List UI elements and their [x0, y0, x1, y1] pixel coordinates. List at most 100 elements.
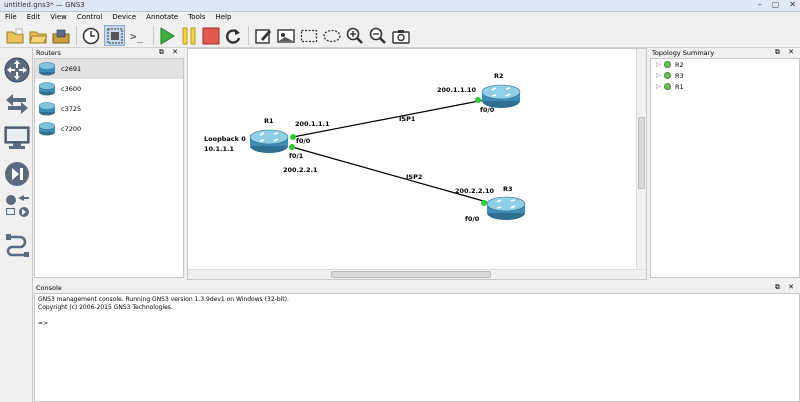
console-line: Copyright (c) 2006-2015 GNS3 Technologie…	[38, 304, 173, 311]
console-panel-header: Console ⧉ ✕	[34, 283, 800, 293]
vertical-scroll-thumb[interactable]	[638, 117, 645, 189]
suspend-all-icon[interactable]	[178, 25, 199, 46]
router-template-item[interactable]: c3600	[35, 79, 183, 99]
canvas-vertical-scrollbar[interactable]	[636, 49, 646, 269]
router-template-label: c7200	[61, 125, 82, 133]
title-bar: untitled.gns3* — GNS3 – ▢ ✕	[0, 0, 800, 12]
topology-drawing	[249, 84, 526, 220]
link-isp1-label[interactable]: ISP1	[399, 115, 416, 123]
link-r1-r3[interactable]	[291, 146, 488, 203]
routers-panel-title: Routers	[36, 49, 61, 57]
expand-arrow-icon[interactable]: ▷	[656, 83, 661, 90]
node-running-icon	[664, 83, 671, 90]
insert-image-icon[interactable]	[275, 25, 296, 46]
zoom-out-icon[interactable]	[367, 25, 388, 46]
all-devices-category-icon[interactable]	[3, 192, 31, 220]
router-template-item[interactable]: c3725	[35, 99, 183, 119]
draw-rectangle-icon[interactable]	[298, 25, 319, 46]
zoom-in-icon[interactable]	[344, 25, 365, 46]
minimize-button[interactable]: –	[757, 0, 762, 9]
svg-text:>_: >_	[130, 30, 144, 43]
port-status-up-icon	[481, 200, 487, 206]
router-template-item[interactable]: c2691	[35, 59, 183, 79]
r1-f00-label[interactable]: f0/0	[296, 137, 311, 145]
security-devices-category-icon[interactable]	[3, 160, 31, 188]
routers-category-icon[interactable]	[3, 56, 31, 84]
switches-category-icon[interactable]	[3, 90, 31, 118]
topology-summary-title: Topology Summary	[652, 49, 715, 57]
r1-f01-ip-label[interactable]: 200.2.2.1	[283, 166, 318, 174]
stop-all-icon[interactable]	[200, 25, 221, 46]
summary-node-item[interactable]: ▷ R1	[651, 81, 799, 92]
link-r1-r2[interactable]	[292, 99, 485, 138]
r3-name-label[interactable]: R3	[503, 185, 513, 193]
r1-name-label[interactable]: R1	[264, 117, 274, 125]
router-r1-icon[interactable]	[249, 129, 289, 153]
routers-panel: c2691 c3600 c3725 c7200	[34, 58, 184, 278]
router-template-item[interactable]: c7200	[35, 119, 183, 139]
snapshot-icon[interactable]	[80, 25, 101, 46]
menu-tools[interactable]: Tools	[188, 13, 206, 21]
r2-name-label[interactable]: R2	[494, 72, 504, 80]
router-r3-icon[interactable]	[486, 196, 526, 220]
summary-node-label: R2	[675, 60, 684, 69]
main-toolbar: >_	[0, 23, 800, 48]
expand-arrow-icon[interactable]: ▷	[656, 61, 661, 68]
r1-f01-label[interactable]: f0/1	[289, 152, 304, 160]
reload-all-icon[interactable]	[222, 25, 243, 46]
menu-edit[interactable]: Edit	[26, 13, 41, 21]
save-project-icon[interactable]	[50, 25, 71, 46]
link-isp2-label[interactable]: ISP2	[406, 173, 423, 181]
console-prompt[interactable]: =>	[38, 320, 49, 327]
router-icon	[38, 102, 56, 116]
open-project-icon[interactable]	[27, 25, 48, 46]
r3-ip-label[interactable]: 200.2.2.10	[455, 187, 495, 195]
r1-loopback-label[interactable]: Loopback 0	[204, 135, 246, 143]
r3-f00-label[interactable]: f0/0	[465, 215, 480, 223]
menu-view[interactable]: View	[50, 13, 67, 21]
port-status-up-icon	[475, 97, 481, 103]
topology-summary-header: Topology Summary ⧉ ✕	[650, 48, 800, 58]
r2-ip-label[interactable]: 200.1.1.10	[437, 86, 477, 94]
routers-panel-controls[interactable]: ⧉ ✕	[158, 48, 181, 56]
close-window-button[interactable]: ✕	[789, 0, 796, 9]
console-panel-title: Console	[36, 284, 62, 292]
console-panel-controls[interactable]: ⧉ ✕	[774, 283, 797, 291]
end-devices-category-icon[interactable]	[3, 124, 31, 152]
router-r2-icon[interactable]	[481, 84, 521, 108]
show-labels-icon[interactable]	[104, 25, 125, 46]
new-project-icon[interactable]	[4, 25, 25, 46]
console-output[interactable]: GNS3 management console. Running GNS3 ve…	[34, 293, 800, 402]
start-all-icon[interactable]	[156, 25, 177, 46]
console-line: GNS3 management console. Running GNS3 ve…	[38, 296, 289, 303]
port-status-up-icon	[289, 144, 295, 150]
node-running-icon	[664, 61, 671, 68]
add-note-icon[interactable]	[252, 25, 273, 46]
r1-loopback-ip-label[interactable]: 10.1.1.1	[204, 145, 235, 153]
menu-device[interactable]: Device	[112, 13, 137, 21]
topology-summary-panel: ▷ R2 ▷ R3 ▷ R1	[650, 58, 800, 278]
menu-control[interactable]: Control	[76, 13, 103, 21]
menu-annotate[interactable]: Annotate	[146, 13, 179, 21]
menu-help[interactable]: Help	[215, 13, 232, 21]
expand-arrow-icon[interactable]: ▷	[656, 72, 661, 79]
r2-f00-label[interactable]: f0/0	[480, 106, 495, 114]
topology-canvas[interactable]: R1 Loopback 0 10.1.1.1 200.1.1.1 f0/0 f0…	[187, 48, 647, 280]
screenshot-icon[interactable]	[390, 25, 411, 46]
menu-file[interactable]: File	[5, 13, 17, 21]
horizontal-scroll-thumb[interactable]	[331, 271, 491, 278]
canvas-horizontal-scrollbar[interactable]	[188, 269, 646, 279]
r1-f00-ip-label[interactable]: 200.1.1.1	[295, 120, 330, 128]
summary-node-item[interactable]: ▷ R2	[651, 59, 799, 70]
summary-node-item[interactable]: ▷ R3	[651, 70, 799, 81]
router-template-label: c3600	[61, 85, 82, 93]
maximize-button[interactable]: ▢	[771, 0, 780, 9]
routers-panel-header: Routers ⧉ ✕	[34, 48, 184, 58]
router-template-label: c2691	[61, 65, 82, 73]
topology-summary-controls[interactable]: ⧉ ✕	[774, 48, 797, 56]
menu-bar: File Edit View Control Device Annotate T…	[0, 12, 800, 23]
add-link-icon[interactable]	[3, 230, 31, 258]
console-all-icon[interactable]: >_	[128, 25, 149, 46]
draw-ellipse-icon[interactable]	[321, 25, 342, 46]
device-type-toolbar	[0, 48, 33, 402]
